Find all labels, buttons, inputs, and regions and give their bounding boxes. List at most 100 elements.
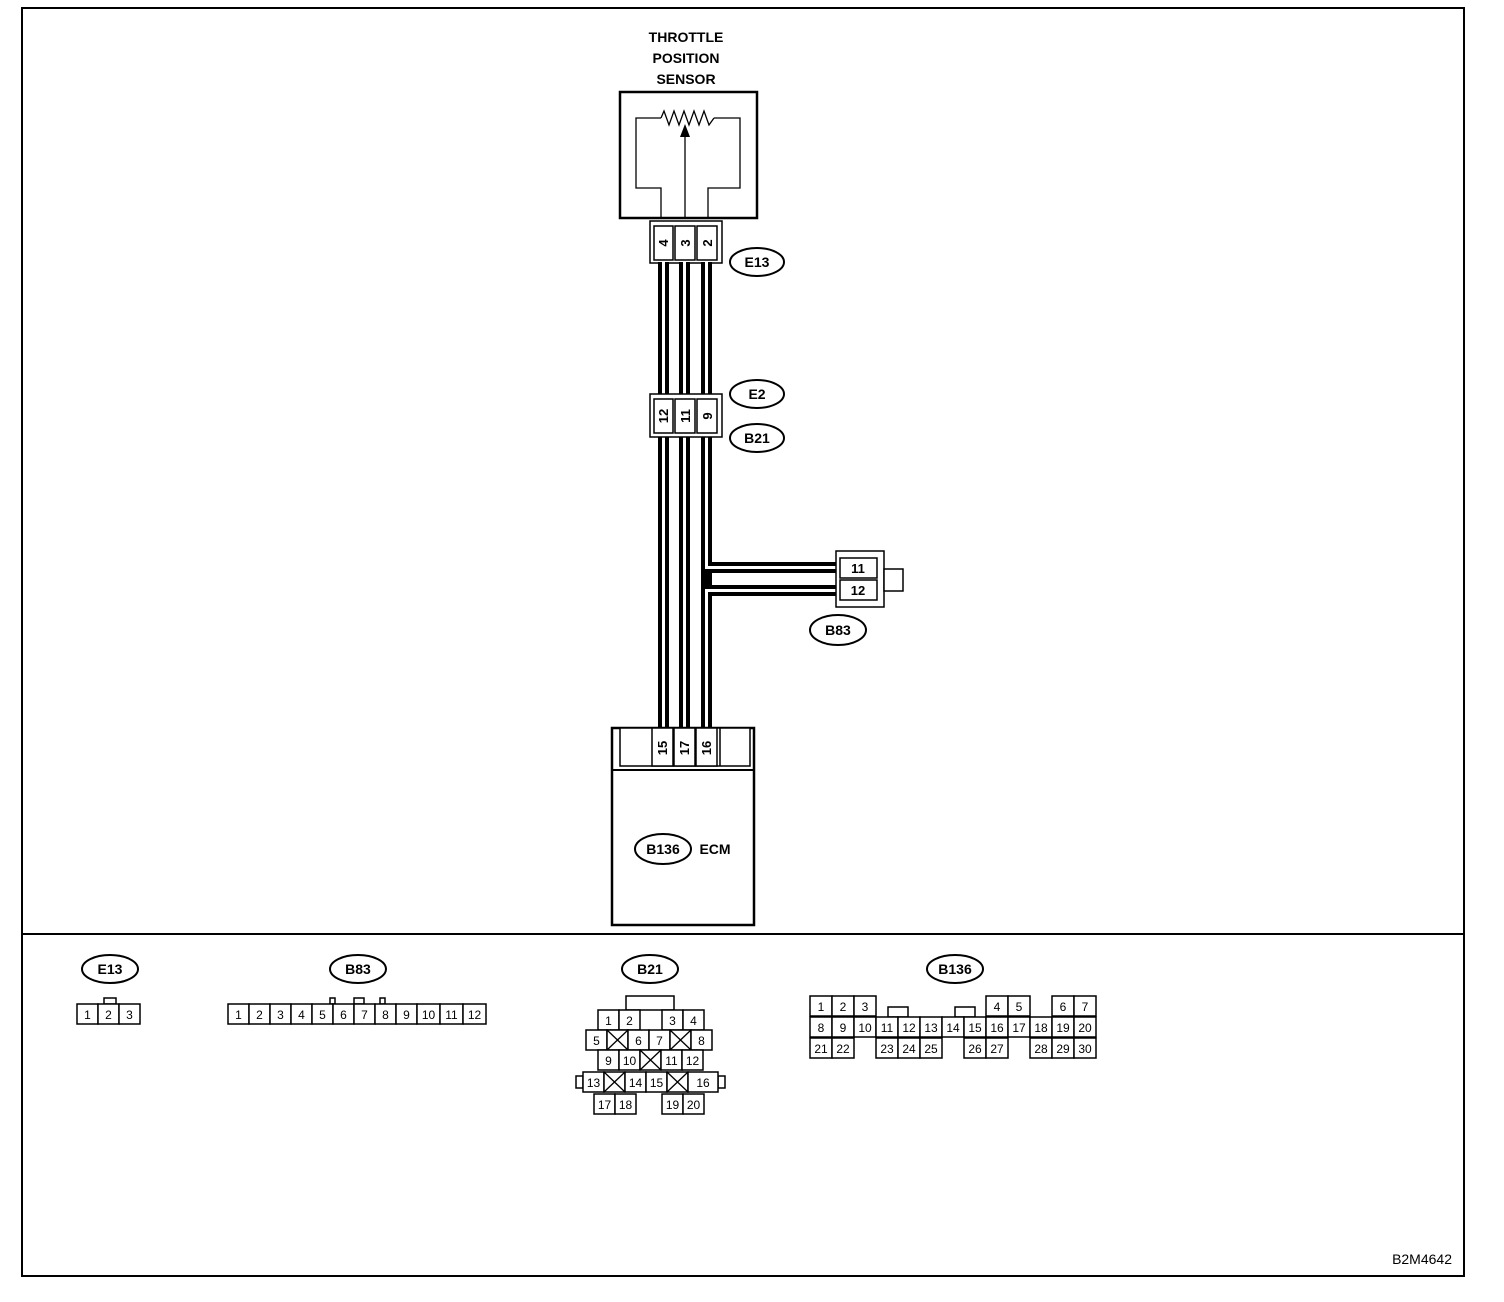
e13-connector-tag-text: E13 <box>745 254 770 270</box>
joint-pin-cell <box>674 398 696 434</box>
b83-connector-tag-text: B83 <box>825 622 851 638</box>
b83-pin-number: 6 <box>340 1008 347 1022</box>
b136-pin-number: 23 <box>880 1042 894 1056</box>
b21-pin-number: 4 <box>690 1014 697 1028</box>
b83-latch <box>883 568 904 592</box>
face-b21-tag-text: B21 <box>637 961 663 977</box>
b83-connector: 11 12 B83 <box>809 550 904 646</box>
b83-pin-number: 9 <box>403 1008 410 1022</box>
b21-pin-cell <box>687 1071 719 1093</box>
b21-pin-number: 3 <box>669 1014 676 1028</box>
b21-pin-number: 8 <box>698 1034 705 1048</box>
b136-pin-number: 6 <box>1060 1000 1067 1014</box>
b136-pin-number: 9 <box>840 1021 847 1035</box>
b21-pin-number: 13 <box>587 1076 601 1090</box>
sensor-body <box>618 90 759 220</box>
b21-pin-number: 17 <box>598 1098 612 1112</box>
e13-pin-cell <box>674 225 696 261</box>
b21-pin-number: 15 <box>650 1076 664 1090</box>
e13-pin-cell <box>118 1003 141 1025</box>
wire-core <box>705 589 836 729</box>
b21-pin-number: 5 <box>593 1034 600 1048</box>
ecm-pin-label: 15 <box>655 741 670 755</box>
b136-pin-number: 30 <box>1078 1042 1092 1056</box>
b136-pin-cell <box>1073 995 1097 1017</box>
face-e13-latch <box>103 997 117 1005</box>
face-b136-latch <box>887 1006 909 1018</box>
b136-pin-cell <box>1007 995 1031 1017</box>
face-b136-tag-text: B136 <box>938 961 972 977</box>
face-b83-tag <box>329 954 387 984</box>
b21-pin-number: 14 <box>629 1076 643 1090</box>
face-b83-tag-text: B83 <box>345 961 371 977</box>
b136-pin-number: 28 <box>1034 1042 1048 1056</box>
b136-pin-cell <box>1073 1016 1097 1038</box>
b136-pin-number: 27 <box>990 1042 1004 1056</box>
ecm-pin-cell <box>651 727 674 767</box>
b83-pin-number: 1 <box>235 1008 242 1022</box>
joint-pin-label: 11 <box>678 409 693 423</box>
b136-pin-number: 24 <box>902 1042 916 1056</box>
joint-pin-cell <box>653 398 674 434</box>
b83-pin-number: 10 <box>422 1008 436 1022</box>
b83-pin-cell <box>839 557 878 579</box>
b136-pin-cell <box>985 1037 1009 1059</box>
b21-pin-number: 10 <box>623 1054 637 1068</box>
b21-blank-cavity <box>639 1049 662 1071</box>
ecm-pin-label: 17 <box>677 741 692 755</box>
b21-pin-number: 9 <box>605 1054 612 1068</box>
face-b136-tag <box>926 954 984 984</box>
b136-connector-tag <box>634 833 692 865</box>
face-b83-latch <box>329 997 336 1005</box>
e2-connector-tag <box>729 379 785 409</box>
face-e13-tag <box>81 954 139 984</box>
ecm-pin-label: 16 <box>699 741 714 755</box>
b83-pin-number: 2 <box>256 1008 263 1022</box>
wire-core <box>705 437 836 569</box>
sensor-title-line-1: THROTTLE <box>649 29 724 45</box>
b21-pin-number: 11 <box>665 1054 678 1068</box>
wire <box>701 437 712 729</box>
b21-pin-cell <box>682 1093 705 1115</box>
b83-pin-cell <box>462 1003 487 1025</box>
sensor-title-line-3: SENSOR <box>656 71 715 87</box>
ecm-pin-cell <box>673 727 696 767</box>
b21-pin-number: 20 <box>687 1098 701 1112</box>
ecm-unit: 15 17 16 B136 ECM <box>610 726 756 927</box>
b136-connector-tag-text: B136 <box>646 841 680 857</box>
harness-wires <box>658 262 836 729</box>
sensor-internal-left-lead <box>635 117 662 218</box>
b136-pin-number: 3 <box>862 1000 869 1014</box>
joint-pin-label: 9 <box>700 412 715 419</box>
b21-pin-number: 19 <box>666 1098 680 1112</box>
b136-pin-number: 25 <box>924 1042 938 1056</box>
b136-pin-number: 4 <box>994 1000 1001 1014</box>
b136-pin-number: 8 <box>818 1021 825 1035</box>
b21-connector-tag-text: B21 <box>744 430 770 446</box>
wiper-arrow-icon <box>680 124 690 137</box>
b21-blank-cavity <box>603 1071 626 1093</box>
b83-pin-label: 11 <box>851 561 865 576</box>
b136-pin-cell <box>831 1037 855 1059</box>
throttle-position-sensor: THROTTLE POSITION SENSOR 4 3 2 E13 <box>618 29 785 277</box>
face-b21-tag <box>621 954 679 984</box>
b21-pin-number: 12 <box>686 1054 700 1068</box>
b83-connector-tag <box>809 614 867 646</box>
b83-pin-number: 12 <box>468 1008 482 1022</box>
b83-pin-number: 3 <box>277 1008 284 1022</box>
e13-pin-number: 1 <box>84 1008 91 1022</box>
b21-pin-number: 2 <box>626 1014 633 1028</box>
face-b21-latch <box>717 1075 726 1089</box>
b136-pin-number: 17 <box>1012 1021 1026 1035</box>
b136-pin-cell <box>853 995 877 1017</box>
joint-pin-label: 12 <box>656 409 671 423</box>
b83-pin-number: 8 <box>382 1008 389 1022</box>
ecm-label: ECM <box>699 841 730 857</box>
b136-pin-cell <box>919 1037 943 1059</box>
b136-pin-number: 20 <box>1078 1021 1092 1035</box>
b136-pin-number: 2 <box>840 1000 847 1014</box>
